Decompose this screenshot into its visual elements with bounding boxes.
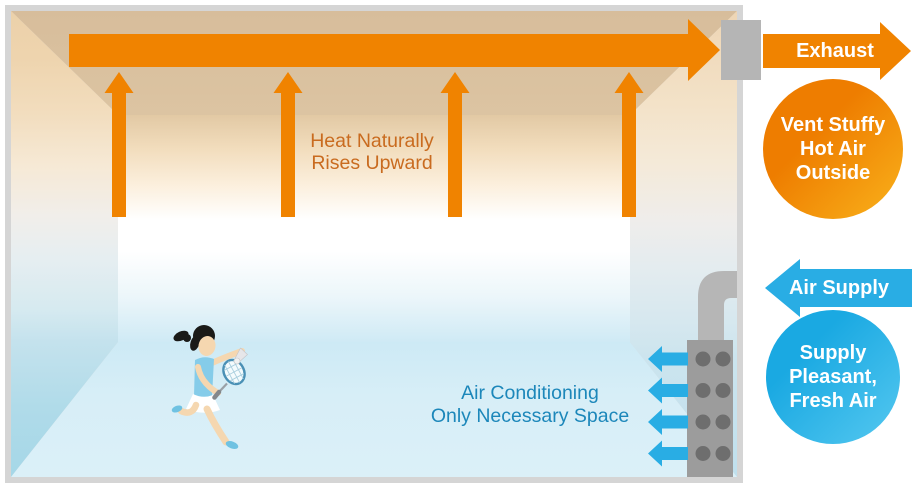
ceiling bbox=[11, 11, 737, 115]
exhaust-badge-line: Outside bbox=[795, 162, 871, 184]
exhaust-badge: Vent Stuffy Hot Air Outside bbox=[763, 79, 903, 219]
back-wall bbox=[118, 115, 630, 342]
player-hair bbox=[190, 335, 200, 351]
supply-badge: Supply Pleasant, Fresh Air bbox=[766, 310, 900, 444]
heat-rises-label: Heat Naturally Rises Upward bbox=[310, 130, 434, 174]
player-leg bbox=[177, 401, 200, 416]
exhaust-badge-line: Hot Air bbox=[800, 138, 866, 160]
player-arm bbox=[195, 364, 221, 396]
supply-badge-line: Supply bbox=[799, 342, 867, 364]
exhaust-badge-line: Vent Stuffy bbox=[780, 114, 886, 136]
racket-handle bbox=[212, 389, 222, 400]
air-conditioning-label: Air Conditioning Only Necessary Space bbox=[430, 382, 630, 427]
player-shoe bbox=[225, 441, 239, 449]
player-leg bbox=[203, 405, 230, 446]
player-shoe bbox=[171, 405, 183, 413]
supply-badge-line: Pleasant, bbox=[789, 366, 877, 388]
player-face bbox=[198, 336, 216, 356]
supply-badge-line: Fresh Air bbox=[789, 390, 877, 412]
air-supply-arrow-label: Air Supply bbox=[788, 277, 889, 299]
floor bbox=[11, 342, 737, 477]
player-hair bbox=[183, 334, 191, 342]
badminton-player-illustration bbox=[171, 325, 248, 449]
player-racket bbox=[222, 358, 246, 386]
exhaust-arrow-label: Exhaust bbox=[796, 40, 874, 62]
player-shuttlecock bbox=[233, 347, 248, 365]
